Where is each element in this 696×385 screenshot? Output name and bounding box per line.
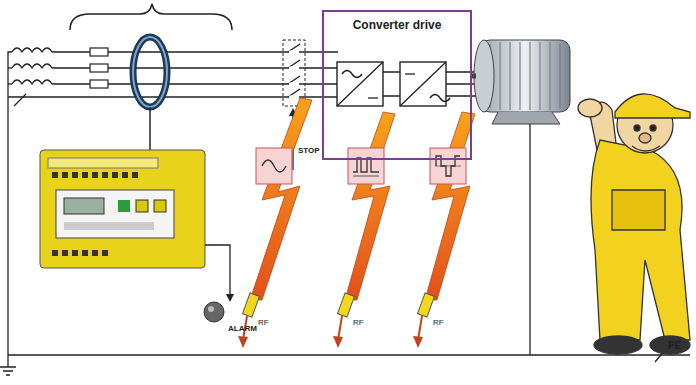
pe-label: PE: [668, 340, 681, 351]
resistor-label: RF: [258, 318, 269, 327]
stop-label: STOP: [298, 146, 320, 155]
alarm-label: ALARM: [228, 324, 257, 333]
resistor-label: RF: [433, 318, 444, 327]
converter-box: Converter drive: [322, 10, 472, 160]
box-title: Converter drive: [324, 12, 470, 32]
resistor-label: RF: [353, 318, 364, 327]
